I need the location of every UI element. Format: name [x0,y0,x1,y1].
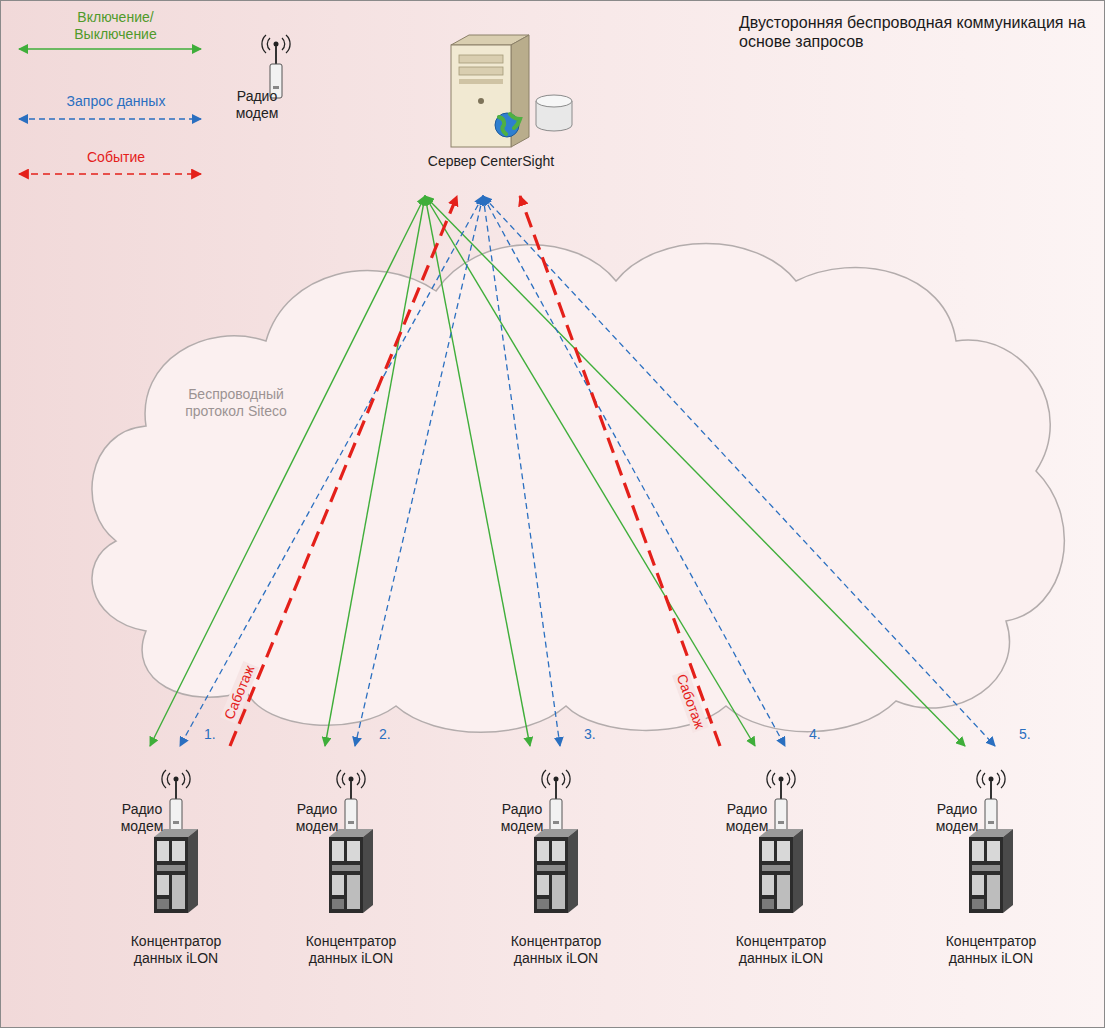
switch-connector [425,196,755,746]
data-request-connector [483,196,560,746]
callout-number: 4. [809,726,821,743]
concentrator-node: Радио модемКонцентратор данных iLON [716,746,848,1001]
cloud-outline [92,244,1064,733]
legend-samples [19,118,201,119]
switch-connector [425,196,965,746]
legend-samples [19,173,201,175]
device-label: Радио модем [289,801,345,835]
device-label: Радио модем [494,801,550,835]
concentrator-node: Радио модемКонцентратор данных iLON [286,746,418,1001]
concentrator-illustrations [154,829,198,913]
legend-text: Включение/ Выключение [68,9,163,43]
callout-number: 1. [204,726,216,743]
event-connector [230,196,457,746]
concentrator-illustrations [767,770,795,833]
device-label: Радио модем [114,801,170,835]
event-connector [520,196,720,746]
data-request-connector [355,196,483,746]
diagram-title: Двусторонняя беспроводная коммуникация н… [739,13,1089,51]
concentrator-node: Радио модемКонцентратор данных iLON [111,746,243,1001]
node-title: Концентратор данных iLON [491,933,621,967]
concentrator-illustrations [759,829,803,913]
concentrator-illustrations [329,829,373,913]
device-label: Радио модем [719,801,775,835]
concentrator-illustrations [534,829,578,913]
callout-number: 5. [1019,726,1031,743]
concentrator-illustrations [154,770,1013,913]
legend-text: Запрос данных [41,93,191,110]
node-title: Концентратор данных iLON [716,933,846,967]
node-title: Концентратор данных iLON [111,933,241,967]
data-request-connector [483,196,785,746]
server-illustration [459,67,503,75]
concentrator-node: Радио модемКонцентратор данных iLON [491,746,623,1001]
concentrator-illustrations [162,770,190,833]
switch-connector [325,196,425,746]
switch-connector [150,196,425,746]
concentrator-illustrations [542,770,570,833]
server-illustration [459,55,503,63]
device-label: Радио модем [929,801,985,835]
server-illustration [478,98,484,104]
legend-samples [19,48,201,50]
legend-text: Событие [41,149,191,166]
server-node: Радио модемСервер CenterSight [226,31,586,196]
callout-number: 3. [584,726,596,743]
node-title: Концентратор данных iLON [926,933,1056,967]
concentrator-illustrations [337,770,365,833]
server-illustration [459,79,503,84]
server-illustration [262,35,572,147]
server-illustration [499,114,520,134]
concentrator-illustrations [977,770,1005,833]
node-title: Сервер CenterSight [401,153,581,170]
data-request-connector [483,196,995,746]
node-title: Концентратор данных iLON [286,933,416,967]
switch-connector [425,196,530,746]
cloud-label: Беспроводный протокол Siteco [171,386,301,420]
data-request-connector [180,196,483,746]
callout-number: 2. [379,726,391,743]
legend-samples [19,49,201,174]
device-label: Радио модем [228,88,286,122]
concentrator-node: Радио модемКонцентратор данных iLON [926,746,1058,1001]
concentrator-illustrations [969,829,1013,913]
server-illustration [495,113,519,137]
server-illustration [536,95,572,107]
